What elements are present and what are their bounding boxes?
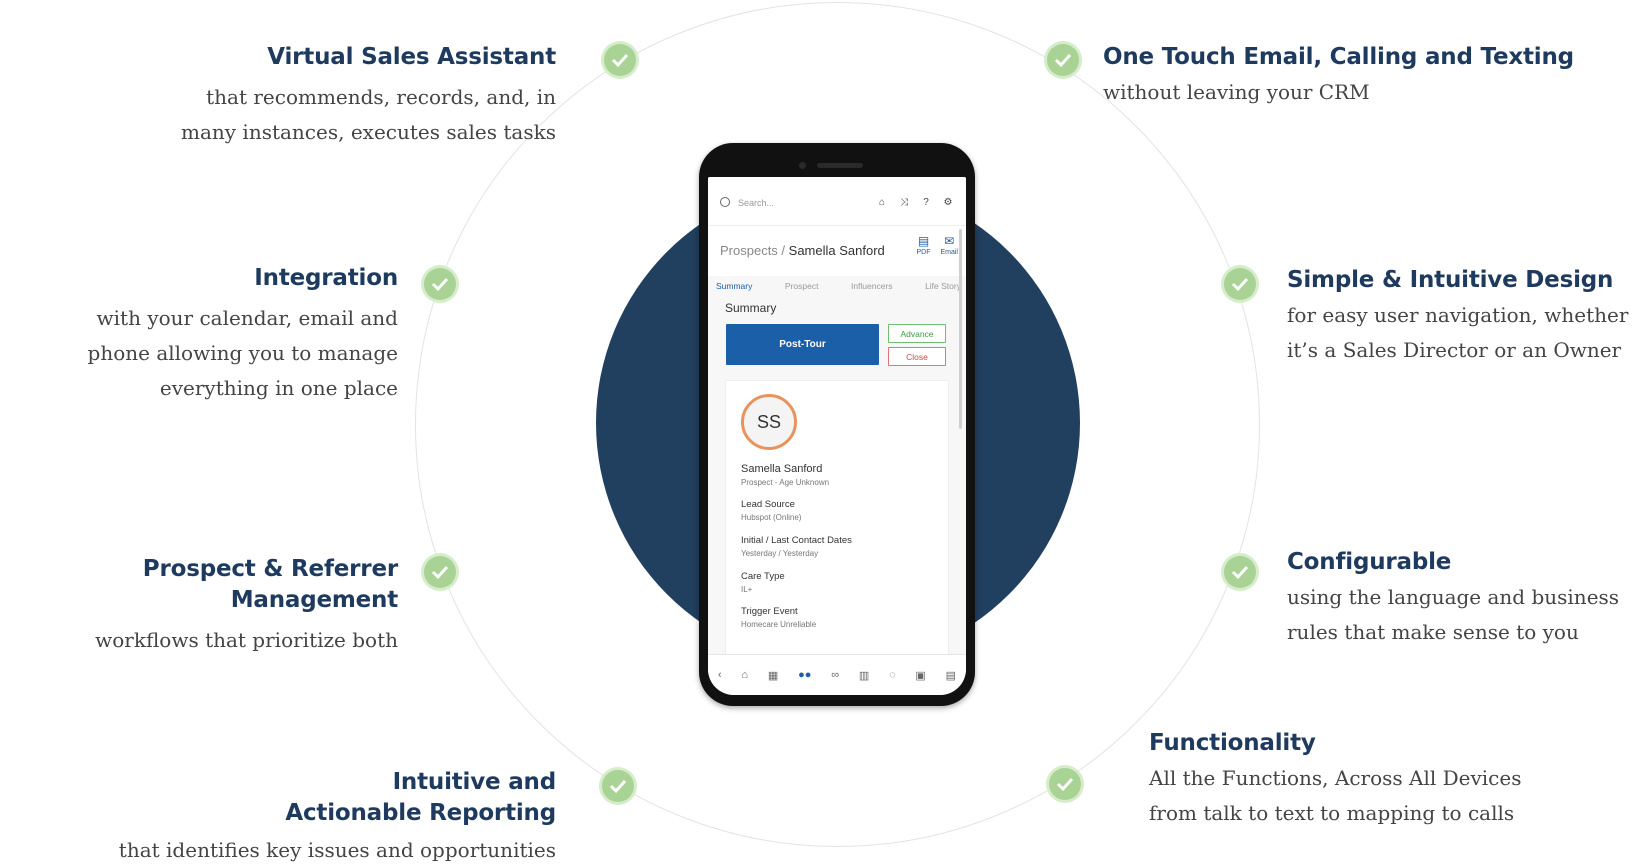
tab-bar: Summary Prospect Influencers Life Story — [716, 281, 961, 291]
back-icon[interactable]: ‹ — [717, 669, 722, 681]
check-icon — [1224, 556, 1256, 588]
feature-integration: Integration with your calendar, email an… — [87, 263, 399, 406]
gear-icon[interactable]: ⚙ — [943, 197, 953, 208]
trigger-event-field: Trigger Event Homecare Unreliable — [741, 606, 817, 629]
feature-title: Intuitive and Actionable Reporting — [285, 769, 556, 826]
breadcrumb-parent[interactable]: Prospects / — [720, 243, 786, 258]
check-icon — [1049, 768, 1081, 800]
home-icon[interactable]: ⌂ — [741, 669, 749, 681]
decorative-ring — [415, 2, 1260, 847]
home-icon[interactable]: ⌂ — [878, 197, 886, 208]
tab-life-story[interactable]: Life Story — [925, 281, 961, 291]
feature-title: Virtual Sales Assistant — [267, 44, 556, 70]
feature-title: Integration — [254, 265, 398, 291]
lead-source-field: Lead Source Hubspot (Online) — [741, 499, 802, 522]
tab-influencers[interactable]: Influencers — [850, 281, 893, 291]
calendar-icon[interactable]: ▦ — [767, 669, 779, 682]
handshake-icon[interactable]: ∞ — [831, 669, 840, 681]
feature-title: One Touch Email, Calling and Texting — [1103, 44, 1574, 70]
chart-icon[interactable]: ▤ — [945, 669, 957, 682]
avatar: SS — [741, 394, 797, 450]
feature-description: workflows that prioritize both — [95, 628, 398, 652]
check-icon — [1047, 44, 1079, 76]
breadcrumb-current: Samella Sanford — [788, 243, 885, 258]
search-icon — [720, 197, 730, 207]
breadcrumb: Prospects / Samella Sanford ▤PDF ✉Email — [708, 225, 966, 276]
building-icon[interactable]: ▥ — [858, 669, 870, 682]
feature-reporting: Intuitive and Actionable Reporting that … — [119, 767, 556, 868]
phone-screen: Search... ⌂ ⤨ ? ⚙ Prospects / Samella Sa… — [708, 177, 966, 695]
topbar-icons: ⌂ ⤨ ? ⚙ — [876, 197, 954, 208]
check-icon — [424, 268, 456, 300]
phone-mockup: Search... ⌂ ⤨ ? ⚙ Prospects / Samella Sa… — [699, 143, 975, 706]
feature-one-touch: One Touch Email, Calling and Texting wit… — [1103, 42, 1574, 110]
feature-configurable: Configurable using the language and busi… — [1287, 547, 1619, 650]
pdf-icon: ▤ — [917, 234, 930, 248]
feature-prospect-referrer: Prospect & Referrer Management workflows… — [95, 554, 398, 658]
feature-title: Configurable — [1287, 549, 1452, 575]
tab-prospect[interactable]: Prospect — [784, 281, 819, 291]
feature-description: that identifies key issues and opportuni… — [118, 838, 556, 862]
feature-title: Functionality — [1149, 730, 1316, 756]
tab-summary[interactable]: Summary — [716, 281, 753, 291]
contact-subtitle: Prospect - Age Unknown — [741, 478, 830, 487]
check-icon — [424, 556, 456, 588]
contact-name-field: Samella Sanford Prospect - Age Unknown — [741, 463, 829, 487]
email-button[interactable]: ✉Email — [940, 234, 958, 256]
feature-description: with your calendar, email and phone allo… — [87, 306, 398, 400]
pdf-button[interactable]: ▤PDF — [916, 234, 931, 256]
care-type-field: Care Type IL+ — [741, 571, 785, 594]
stage-button[interactable]: Post-Tour — [726, 324, 879, 365]
feature-simple-design: Simple & Intuitive Design for easy user … — [1287, 265, 1628, 368]
feature-description: without leaving your CRM — [1103, 80, 1370, 104]
help-icon[interactable]: ? — [923, 197, 929, 208]
feature-description: All the Functions, Across All Devices fr… — [1149, 766, 1522, 825]
app-topbar: Search... ⌂ ⤨ ? ⚙ — [708, 177, 966, 225]
contact-dates-field: Initial / Last Contact Dates Yesterday /… — [741, 535, 852, 558]
chat-icon[interactable]: ◌ — [889, 669, 896, 681]
feature-description: using the language and business rules th… — [1287, 585, 1620, 644]
envelope-icon: ✉ — [944, 234, 955, 248]
shuffle-icon[interactable]: ⤨ — [900, 197, 908, 208]
search-input[interactable]: Search... — [720, 197, 774, 208]
feature-functionality: Functionality All the Functions, Across … — [1149, 728, 1521, 831]
advance-button[interactable]: Advance — [888, 324, 946, 343]
check-icon — [602, 770, 634, 802]
book-icon[interactable]: ▣ — [915, 669, 926, 682]
bottom-nav: ‹ ⌂ ▦ ●● ∞ ▥ ◌ ▣ ▤ — [708, 654, 966, 695]
feature-title: Simple & Intuitive Design — [1287, 267, 1614, 293]
feature-title: Prospect & Referrer Management — [142, 556, 398, 613]
camera — [799, 162, 806, 169]
summary-heading: Summary — [725, 301, 777, 315]
scrollbar[interactable] — [959, 229, 962, 429]
people-icon[interactable]: ●● — [798, 669, 812, 681]
feature-description: for easy user navigation, whether it’s a… — [1287, 303, 1629, 362]
close-button[interactable]: Close — [888, 347, 946, 366]
feature-virtual-sales-assistant: Virtual Sales Assistant that recommends,… — [181, 42, 556, 150]
check-icon — [1224, 268, 1256, 300]
feature-description: that recommends, records, and, in many i… — [181, 85, 556, 144]
contact-name: Samella Sanford — [741, 463, 823, 475]
speaker — [817, 163, 863, 168]
contact-card: SS Samella Sanford Prospect - Age Unknow… — [725, 380, 949, 672]
check-icon — [604, 44, 636, 76]
